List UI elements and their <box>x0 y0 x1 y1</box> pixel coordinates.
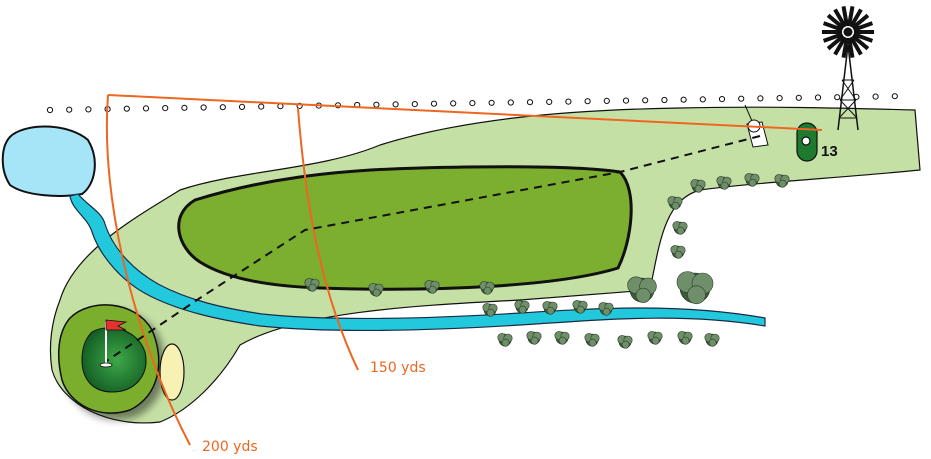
out-of-bounds-marker <box>584 98 591 105</box>
tree-icon <box>424 280 440 294</box>
tee-reference-line <box>107 94 823 131</box>
out-of-bounds-marker <box>66 106 73 113</box>
tree-icon <box>690 179 706 193</box>
tee-marker <box>801 136 811 146</box>
tree-icon <box>676 271 714 305</box>
tree-icon <box>554 331 570 345</box>
out-of-bounds-marker <box>738 95 745 102</box>
out-of-bounds-marker <box>258 103 265 110</box>
flag-icon <box>99 319 128 368</box>
tree-icon <box>647 331 663 345</box>
out-of-bounds-marker <box>699 96 706 103</box>
tree-icon <box>526 331 542 345</box>
tree-icon <box>598 302 614 316</box>
tree-icon <box>677 331 693 345</box>
tree-icon <box>617 335 633 349</box>
out-of-bounds-marker <box>238 103 246 111</box>
out-of-bounds-marker <box>526 99 534 106</box>
out-of-bounds-marker <box>603 97 610 105</box>
tree-icon <box>482 303 498 317</box>
out-of-bounds-marker <box>776 95 783 102</box>
out-of-bounds-marker <box>718 96 726 103</box>
fairway <box>177 165 633 291</box>
putting-green <box>81 327 147 393</box>
out-of-bounds-marker <box>814 94 822 101</box>
out-of-bounds-marker <box>373 101 380 108</box>
distance-arc-200 <box>105 94 191 446</box>
tree-icon <box>584 333 600 347</box>
out-of-bounds-marker <box>85 106 92 113</box>
out-of-bounds-marker <box>642 97 649 104</box>
tree-icon <box>368 283 384 297</box>
out-of-bounds-marker <box>469 100 476 107</box>
tree-icon <box>514 300 530 314</box>
out-of-bounds-marker <box>411 101 418 108</box>
out-of-bounds-marker <box>430 100 438 107</box>
tree-icon <box>572 300 588 314</box>
out-of-bounds-marker <box>757 95 764 102</box>
distance-label-200: 200 yds <box>202 439 258 455</box>
out-of-bounds-marker <box>661 96 668 104</box>
tree-icon <box>704 333 720 347</box>
out-of-bounds-marker <box>219 104 226 111</box>
out-of-bounds-marker <box>181 104 188 111</box>
windmill-icon <box>822 6 874 131</box>
play-line <box>104 135 761 363</box>
distance-label-150: 150 yds <box>370 360 426 376</box>
green-complex <box>57 304 160 414</box>
distance-arc-150 <box>297 107 359 371</box>
out-of-bounds-marker <box>795 94 802 101</box>
out-of-bounds-marker <box>680 96 687 103</box>
tree-icon <box>672 221 688 235</box>
tree-icon <box>744 173 760 187</box>
tree-line <box>304 173 790 349</box>
out-of-bounds-marker <box>162 105 169 112</box>
out-of-bounds-marker <box>46 106 54 114</box>
out-of-bounds-marker <box>200 104 207 111</box>
out-of-bounds-marker <box>891 93 898 100</box>
tree-icon <box>627 276 657 303</box>
out-of-bounds-marker <box>834 94 841 101</box>
bunker <box>159 343 185 401</box>
out-of-bounds-marker <box>142 105 150 112</box>
creek <box>69 193 766 332</box>
tree-icon <box>716 176 732 190</box>
tree-icon <box>542 301 558 315</box>
tree-icon <box>667 196 683 210</box>
tree-icon <box>479 281 495 295</box>
out-of-bounds-marker <box>507 99 514 106</box>
tree-icon <box>304 278 320 292</box>
lake <box>1 125 96 197</box>
out-of-bounds-marker <box>546 98 553 106</box>
distance-lines <box>105 94 823 446</box>
out-of-bounds-marker <box>392 101 399 108</box>
out-of-bounds-markers <box>46 93 898 114</box>
out-of-bounds-marker <box>123 105 130 112</box>
tree-icon <box>774 174 790 188</box>
out-of-bounds-marker <box>488 99 495 106</box>
out-of-bounds-marker <box>565 98 572 105</box>
tree-icon <box>497 333 513 347</box>
out-of-bounds-marker <box>450 100 457 107</box>
out-of-bounds-marker <box>622 97 630 104</box>
out-of-bounds-marker <box>872 93 879 100</box>
hole-number: 13 <box>821 143 838 160</box>
tree-icon <box>670 245 686 259</box>
